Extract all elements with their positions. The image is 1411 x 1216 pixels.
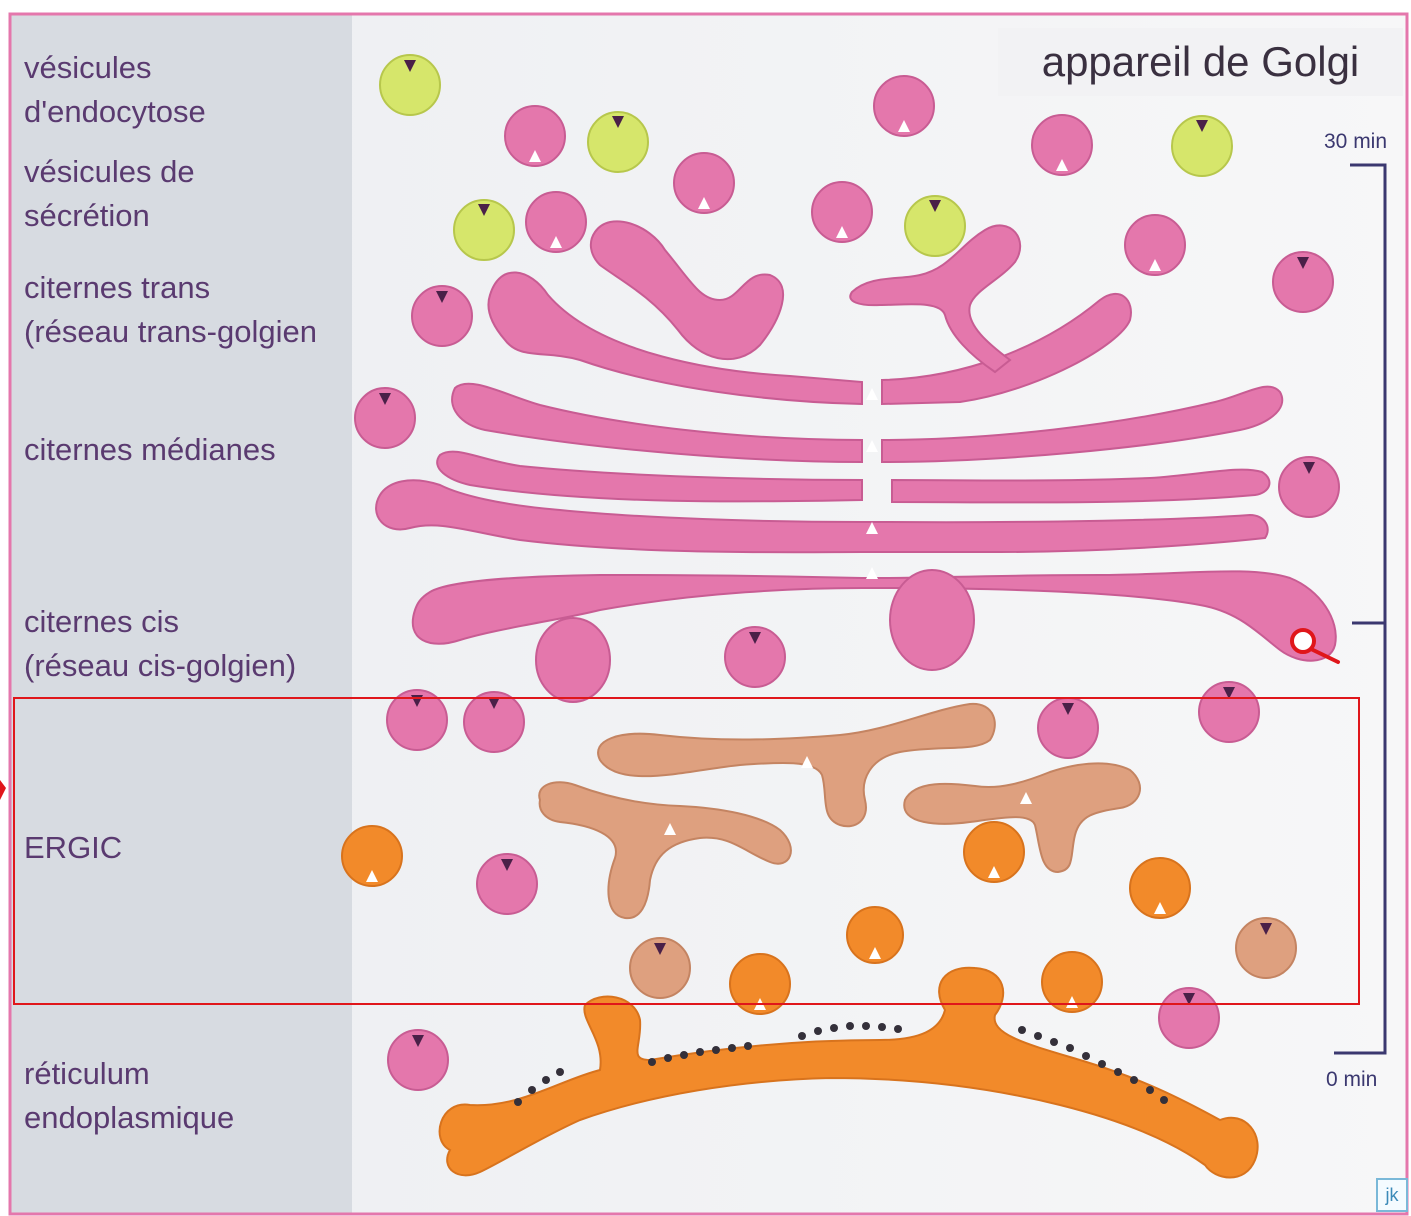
time-scale-top: 30 min (1324, 130, 1387, 154)
label-line: endoplasmique (24, 1096, 234, 1140)
label-endocytose: vésicules d'endocytose (24, 46, 206, 134)
time-scale-bottom: 0 min (1326, 1068, 1377, 1092)
logo-icon: jk (1376, 1178, 1408, 1212)
label-line: sécrétion (24, 194, 195, 238)
label-line: vésicules (24, 46, 206, 90)
label-reticulum: réticulum endoplasmique (24, 1052, 234, 1140)
label-line: citernes médianes (24, 428, 276, 472)
label-line: (réseau trans-golgien (24, 310, 317, 354)
diagram-title: appareil de Golgi (998, 28, 1403, 96)
cis-bud-center (890, 570, 974, 670)
label-secretion: vésicules de sécrétion (24, 150, 195, 238)
label-line: (réseau cis-golgien) (24, 644, 296, 688)
label-ergic: ERGIC (24, 826, 122, 870)
label-cis-cisternae: citernes cis (réseau cis-golgien) (24, 600, 296, 688)
label-line: citernes cis (24, 600, 296, 644)
cis-bud-left (536, 618, 610, 702)
label-line: réticulum (24, 1052, 234, 1096)
label-line: ERGIC (24, 826, 122, 870)
label-median-cisternae: citernes médianes (24, 428, 276, 472)
label-line: vésicules de (24, 150, 195, 194)
label-line: d'endocytose (24, 90, 206, 134)
label-line: citernes trans (24, 266, 317, 310)
label-trans-cisternae: citernes trans (réseau trans-golgien (24, 266, 317, 354)
